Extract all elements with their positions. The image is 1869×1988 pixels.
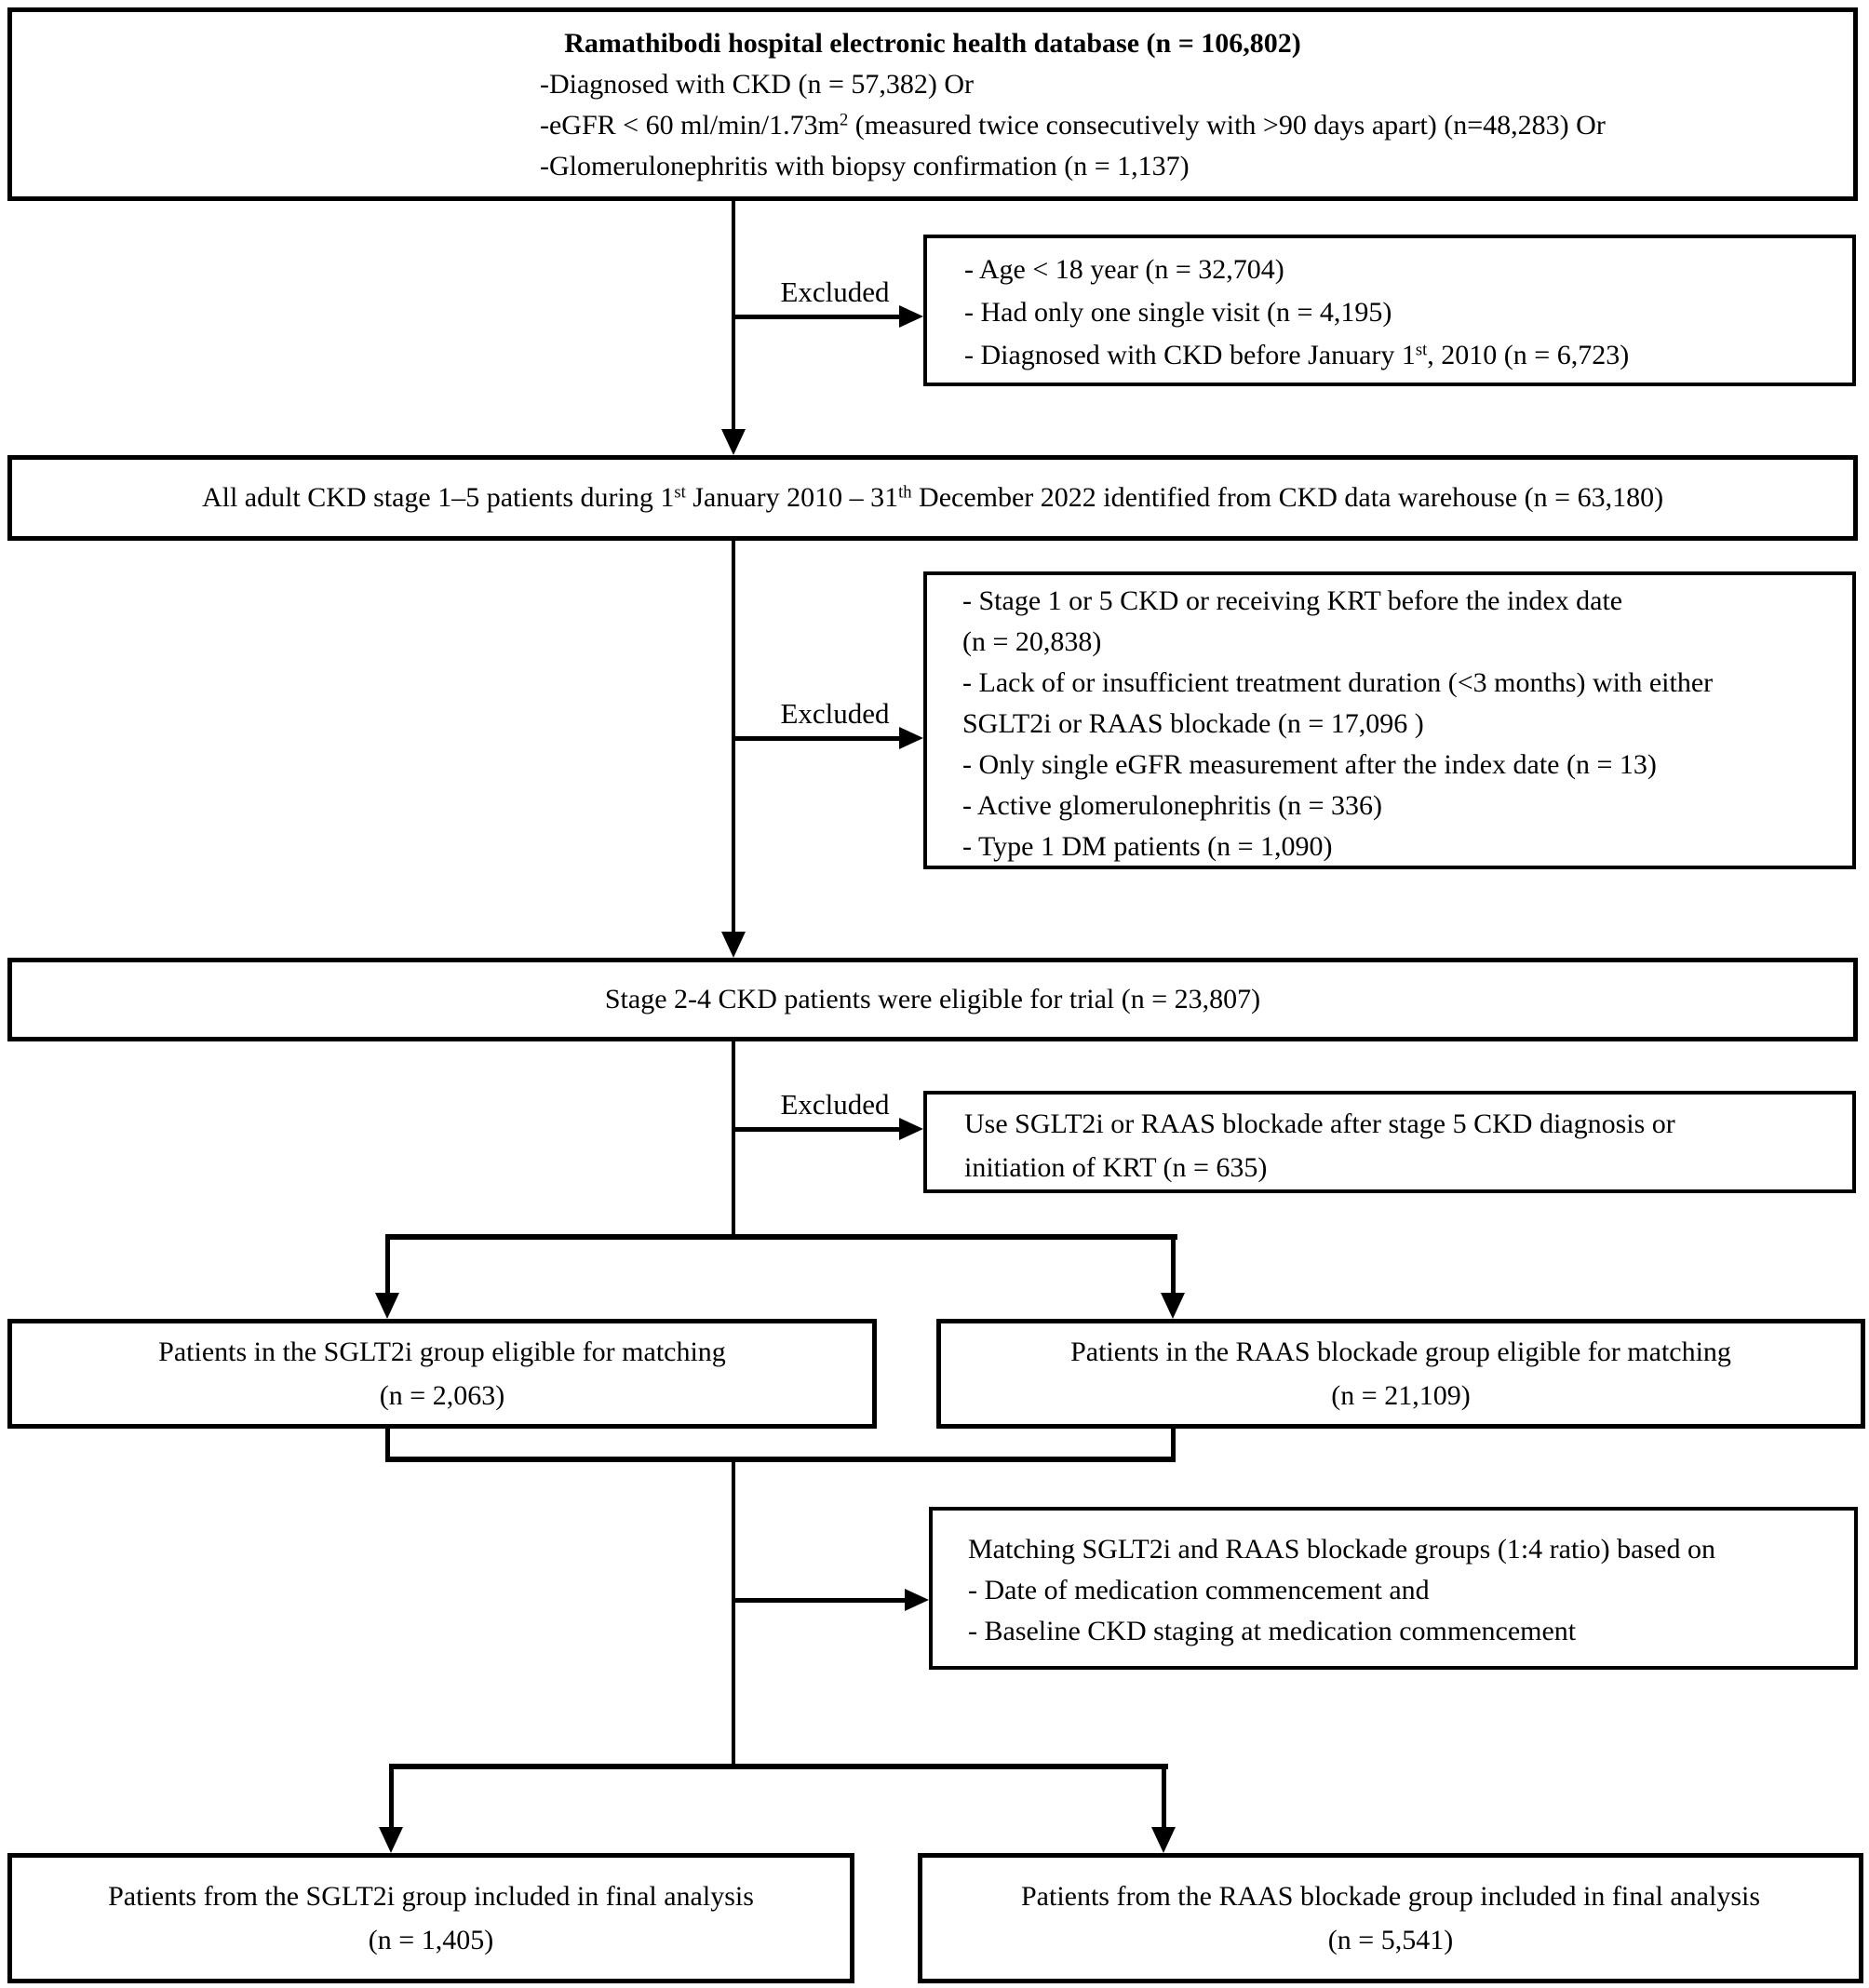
box-sglt2i-final-line2: (n = 1,405) [368, 1925, 494, 1955]
excluded-line: - Lack of or insufficient treatment dura… [962, 667, 1714, 698]
excluded-label-2: Excluded [780, 697, 890, 730]
matching-line: Matching SGLT2i and RAAS blockade groups… [968, 1534, 1715, 1565]
split1-horizontal [385, 1234, 1177, 1240]
arrowhead-into-warehouse [721, 429, 746, 455]
split2-horizontal [389, 1764, 1168, 1769]
box-sglt2i-final: Patients from the SGLT2i group included … [7, 1853, 854, 1983]
excluded-line: - Active glomerulonephritis (n = 336) [962, 790, 1382, 821]
arrowhead-excluded-3 [899, 1118, 923, 1140]
excluded-label-1: Excluded [780, 275, 890, 308]
split2-left-vertical [389, 1769, 394, 1827]
arrowhead-excluded-2 [899, 727, 923, 749]
excluded-line: - Age < 18 year (n = 32,704) [964, 254, 1284, 285]
box-eligible-trial-text: Stage 2-4 CKD patients were eligible for… [604, 984, 1261, 1014]
criteria-line: -Diagnosed with CKD (n = 57,382) Or [540, 69, 975, 100]
excluded-line: - Had only one single visit (n = 4,195) [964, 297, 1392, 328]
criteria-line: -Glomerulonephritis with biopsy confirma… [540, 151, 1190, 181]
excluded-arrow-2 [733, 736, 901, 741]
excluded-line: - Diagnosed with CKD before January 1st,… [964, 340, 1630, 370]
box-ehr-database-criteria: -Diagnosed with CKD (n = 57,382) Or -eGF… [540, 64, 1853, 187]
box-sglt2i-final-line1: Patients from the SGLT2i group included … [108, 1881, 754, 1912]
matching-line: - Baseline CKD staging at medication com… [968, 1616, 1577, 1646]
box-excluded-stage: - Stage 1 or 5 CKD or receiving KRT befo… [923, 571, 1856, 869]
excluded-arrow-1 [733, 315, 901, 319]
criteria-line: -eGFR < 60 ml/min/1.73m2 (measured twice… [540, 110, 1606, 141]
split2-right-vertical [1162, 1769, 1166, 1827]
excluded-line: (n = 20,838) [962, 626, 1102, 657]
arrowhead-into-sglt2i-final [379, 1827, 403, 1853]
arrowhead-excluded-1 [899, 305, 923, 328]
box-excluded-initial: - Age < 18 year (n = 32,704) - Had only … [923, 235, 1856, 386]
box-raas-final-line1: Patients from the RAAS blockade group in… [1020, 1881, 1761, 1912]
box-sglt2i-eligible-line1: Patients in the SGLT2i group eligible fo… [158, 1337, 726, 1367]
split1-left-vertical [385, 1240, 390, 1294]
split1-right-vertical [1171, 1240, 1176, 1294]
box-raas-eligible-line1: Patients in the RAAS blockade group elig… [1070, 1337, 1731, 1367]
box-ckd-warehouse-text: All adult CKD stage 1–5 patients during … [201, 482, 1664, 513]
merge-horizontal [385, 1457, 1176, 1462]
box-excluded-krt: Use SGLT2i or RAAS blockade after stage … [923, 1091, 1856, 1193]
matching-arrow [733, 1598, 907, 1603]
excluded-line: SGLT2i or RAAS blockade (n = 17,096 ) [962, 708, 1424, 739]
box-ehr-database-title: Ramathibodi hospital electronic health d… [564, 28, 1301, 59]
box-raas-final: Patients from the RAAS blockade group in… [918, 1853, 1863, 1983]
box-ckd-warehouse: All adult CKD stage 1–5 patients during … [7, 455, 1858, 541]
box-sglt2i-eligible-line2: (n = 2,063) [379, 1380, 505, 1411]
excluded-line: - Stage 1 or 5 CKD or receiving KRT befo… [962, 585, 1623, 616]
box-ehr-database: Ramathibodi hospital electronic health d… [7, 7, 1858, 201]
connector-merge-split2 [732, 1462, 735, 1769]
box-raas-final-line2: (n = 5,541) [1327, 1925, 1454, 1955]
excluded-line: initiation of KRT (n = 635) [964, 1152, 1268, 1183]
arrowhead-into-eligible [721, 932, 746, 958]
arrowhead-into-raas-final [1151, 1827, 1176, 1853]
arrowhead-into-sglt2i-eligible [375, 1293, 399, 1319]
merge-right-stub [1171, 1429, 1176, 1458]
arrowhead-matching [905, 1589, 929, 1611]
excluded-label-3: Excluded [780, 1088, 890, 1121]
excluded-line: - Only single eGFR measurement after the… [962, 749, 1657, 780]
arrowhead-into-raas-eligible [1161, 1293, 1185, 1319]
box-eligible-trial: Stage 2-4 CKD patients were eligible for… [7, 958, 1858, 1041]
connector-c-split1 [732, 1041, 735, 1240]
box-matching: Matching SGLT2i and RAAS blockade groups… [929, 1507, 1858, 1670]
merge-left-stub [385, 1429, 390, 1458]
box-sglt2i-eligible: Patients in the SGLT2i group eligible fo… [7, 1319, 877, 1429]
excluded-line: - Type 1 DM patients (n = 1,090) [962, 831, 1333, 862]
excluded-line: Use SGLT2i or RAAS blockade after stage … [964, 1108, 1675, 1139]
box-raas-eligible-line2: (n = 21,109) [1331, 1380, 1471, 1411]
excluded-arrow-3 [733, 1127, 901, 1132]
matching-line: - Date of medication commencement and [968, 1575, 1430, 1605]
box-raas-eligible: Patients in the RAAS blockade group elig… [936, 1319, 1865, 1429]
